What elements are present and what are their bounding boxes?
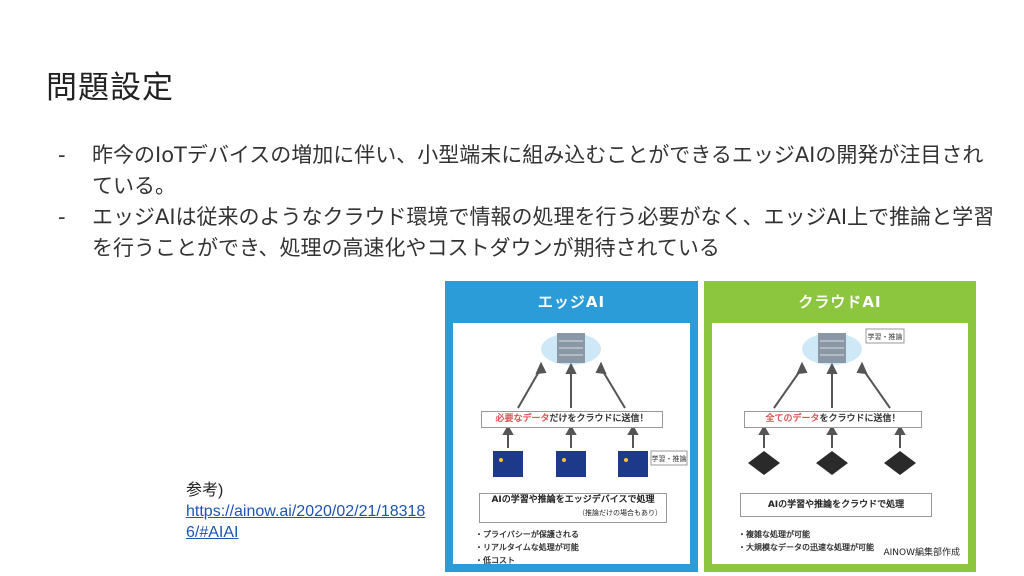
reference: 参考) https://ainow.ai/2020/02/21/183186/#…: [186, 480, 426, 543]
cloud-process-box: AIの学習や推論をクラウドで処理: [740, 493, 932, 517]
cloud-send-label: 全てのデータをクラウドに送信！: [744, 411, 922, 428]
edge-send-label: 必要なデータだけをクラウドに送信！: [481, 411, 663, 428]
cloud-ai-heading: クラウドAI: [798, 293, 882, 311]
bullet-list: - 昨今のIoTデバイスの増加に伴い、小型端末に組み込むことができるエッジAIの…: [58, 140, 998, 264]
cloud-ai-body: 学習・推論 全てのデータをクラウドに送信！ AIの学習や推論: [712, 323, 968, 564]
edge-benefits: ・プライバシーが保護される ・リアルタイムな処理が可能 ・低コスト: [475, 530, 579, 565]
bullet-dash: -: [58, 143, 66, 167]
upload-arrows-icon: [502, 361, 639, 448]
edge-ai-body: 学習・推論 必要なデータだけをクラウドに送信！ AIの学習や推論をエッジデバイス…: [453, 323, 690, 565]
bullet-text: エッジAIは従来のようなクラウド環境で情報の処理を行う必要がなく、エッジAI上で…: [92, 205, 995, 260]
cloud-server-icon: [541, 333, 601, 365]
cloud-ai-panel: クラウドAI 学習・推論: [704, 281, 976, 572]
edge-diagram: 学習・推論: [493, 333, 688, 477]
edge-ai-panel: エッジAI: [445, 281, 698, 572]
bullet-text: 昨今のIoTデバイスの増加に伴い、小型端末に組み込むことができるエッジAIの開発…: [92, 143, 984, 198]
edge-ai-heading: エッジAI: [537, 293, 606, 311]
upload-arrows-icon: [758, 361, 906, 448]
reference-label: 参考): [186, 482, 224, 499]
edge-process-box: AIの学習や推論をエッジデバイスで処理 （推論だけの場合もあり）: [479, 493, 667, 523]
device-chip-icon: [748, 451, 916, 475]
edge-vs-cloud-figure: エッジAI: [445, 281, 976, 572]
edge-device-icon: [493, 451, 648, 477]
bullet-dash: -: [58, 205, 66, 229]
reference-link[interactable]: https://ainow.ai/2020/02/21/183186/#AIAI: [186, 503, 426, 541]
cloud-benefits: ・複雑な処理が可能 ・大規模なデータの迅速な処理が可能: [738, 530, 874, 552]
figure-credit: AINOW編集部作成: [883, 548, 960, 558]
cloud-diagram: 学習・推論: [748, 328, 916, 475]
cloud-tag: 学習・推論: [868, 332, 903, 341]
cloud-server-icon: [802, 333, 862, 365]
bullet-item: - エッジAIは従来のようなクラウド環境で情報の処理を行う必要がなく、エッジAI…: [58, 202, 998, 264]
slide-title: 問題設定: [46, 70, 174, 106]
edge-tag: 学習・推論: [652, 454, 687, 463]
bullet-item: - 昨今のIoTデバイスの増加に伴い、小型端末に組み込むことができるエッジAIの…: [58, 140, 998, 202]
